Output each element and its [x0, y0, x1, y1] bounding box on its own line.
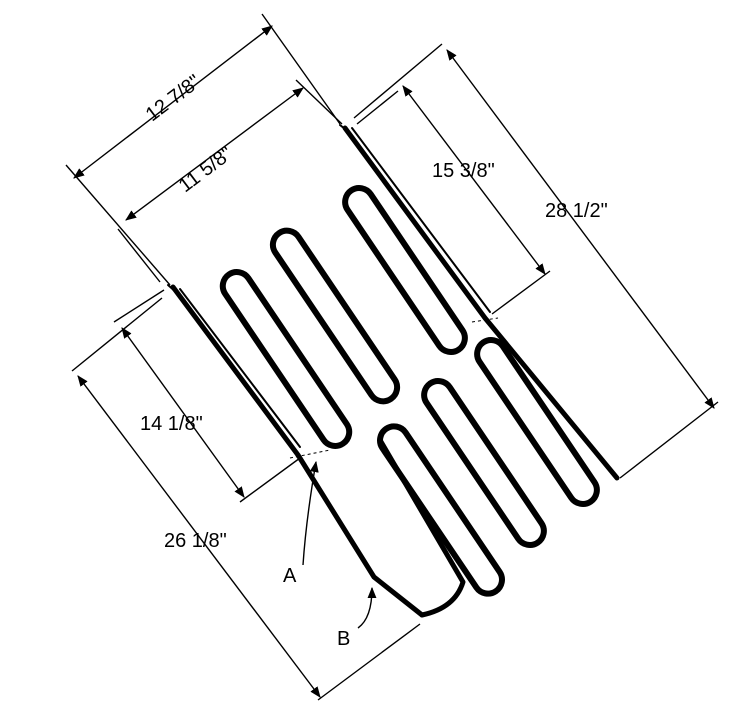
dimension-lines — [65, 13, 719, 701]
loop-upper-1 — [219, 269, 353, 449]
dim-top-long-label: 28 1/2" — [545, 200, 608, 222]
callout-a-label: A — [283, 565, 297, 587]
dim-left-long-line — [77, 375, 321, 698]
element-outline — [167, 124, 620, 618]
leader-b — [357, 586, 377, 629]
dim-width-inner-label: 11 5/8" — [175, 143, 237, 197]
leader-a — [302, 460, 319, 566]
dim-top-short-label: 15 3/8" — [432, 160, 495, 182]
dim-left-long-label: 26 1/8" — [164, 530, 227, 552]
loop-lower-1 — [377, 423, 505, 597]
loop-upper-2 — [269, 227, 401, 405]
dim-top-long-line — [446, 49, 715, 409]
callout-b-label: B — [337, 628, 350, 650]
dim-left-short-label: 14 1/8" — [140, 413, 203, 435]
loop-lower-2 — [421, 378, 547, 548]
loop-lower-3 — [474, 337, 600, 507]
callout-leaders — [302, 460, 377, 629]
dim-width-inner-line — [125, 87, 304, 221]
dim-width-outer-label: 12 7/8" — [142, 71, 205, 126]
